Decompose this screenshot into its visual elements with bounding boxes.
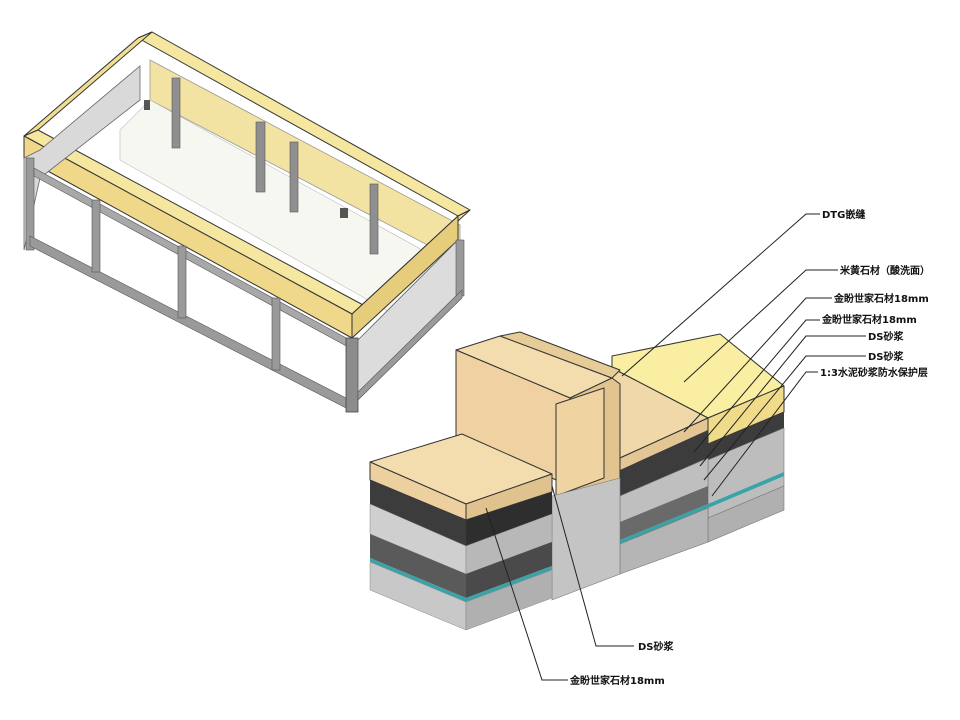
label-ds-mortar-2: DS砂浆 <box>868 350 905 363</box>
frame-leg <box>177 245 187 319</box>
front-black-layer <box>370 480 466 546</box>
label-dtg: DTG嵌缝 <box>822 208 865 221</box>
front-dark-layer-side <box>466 542 552 598</box>
middle-dark-layer <box>620 486 708 540</box>
middle-black-layer <box>620 430 708 496</box>
leader-beige-stone <box>683 269 838 383</box>
frame-leg <box>91 199 101 273</box>
label-jinfen-bottom: 金盼世家石材18mm <box>569 674 665 687</box>
label-ds-mortar-1: DS砂浆 <box>868 330 905 343</box>
front-base-layer-side <box>465 569 553 631</box>
leader-ds-2 <box>703 355 866 481</box>
stone-section-drawing <box>369 331 785 631</box>
leader-jinfen-bottom <box>485 507 568 681</box>
leader-lines <box>485 213 866 681</box>
frame-right-bottom-beam <box>357 289 463 401</box>
frame-leg <box>455 239 465 297</box>
frame-post <box>255 121 266 193</box>
upstand-grey-support <box>551 477 621 601</box>
leader-dtg <box>621 213 820 377</box>
leader-ds-1 <box>699 335 866 467</box>
frame-post <box>289 141 299 213</box>
front-waterproof-line <box>370 558 466 602</box>
upstand-groove-top <box>499 331 621 379</box>
front-waterproof-line-side <box>466 566 552 602</box>
front-dark-layer <box>370 534 466 598</box>
label-jinfen-top: 金盼世家石材18mm <box>833 292 929 305</box>
frame-post <box>171 77 181 149</box>
frame-leg <box>25 157 35 251</box>
frame-bracket <box>340 208 348 218</box>
front-black-layer-side <box>466 492 552 546</box>
frame-post <box>369 183 379 255</box>
upstand-cap-front <box>555 387 605 497</box>
right-black-layer <box>708 412 784 460</box>
leader-ds-bottom <box>551 485 634 647</box>
middle-waterproof-line <box>620 504 708 544</box>
steel-frame-drawing <box>23 31 471 413</box>
label-beige-stone: 米黄石材（酸洗面） <box>840 264 930 277</box>
leader-waterproof <box>711 371 818 497</box>
frame-bracket <box>144 100 150 110</box>
label-ds-mortar-bottom: DS砂浆 <box>638 640 675 653</box>
frame-leg <box>271 297 281 371</box>
leader-jinfen-mid <box>693 319 820 453</box>
labels: DTG嵌缝 米黄石材（酸洗面） 金盼世家石材18mm 金盼世家石材18mm DS… <box>569 208 930 687</box>
frame-leg <box>345 337 359 413</box>
label-jinfen-mid: 金盼世家石材18mm <box>821 313 917 326</box>
frame-left-end <box>23 65 141 251</box>
label-waterproof: 1:3水泥砂浆防水保护层 <box>820 366 928 379</box>
leader-jinfen-top <box>683 297 832 433</box>
right-waterproof-line <box>708 472 784 508</box>
